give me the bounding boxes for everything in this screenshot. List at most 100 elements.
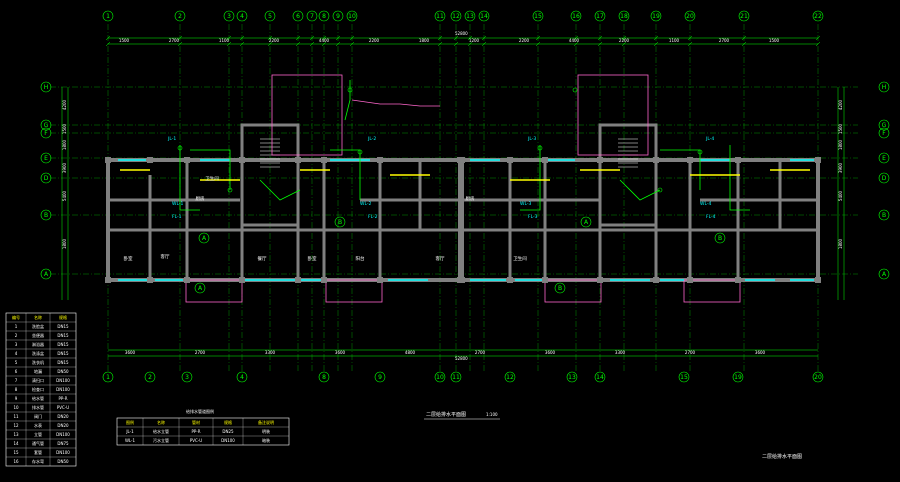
dim-tick [295,35,301,41]
dim-tick [321,41,327,47]
axis-bubble [181,371,193,383]
dim-tick [815,41,821,47]
zone-label: A [202,235,207,242]
axis-bubble-label: A [44,271,49,278]
dim-tick [535,35,541,41]
table-cell: 1 [15,324,18,329]
column [542,277,548,283]
axis-bubble-label: 6 [296,13,300,20]
column [815,277,821,283]
dim-tick [621,41,627,47]
riser [347,87,353,93]
riser [697,149,703,155]
table-cell: 洗衣机 [32,359,44,365]
legend-cell: 给水立管 [153,428,169,434]
axis-bubble-label: H [44,84,49,91]
axis-bubble-label: 8 [322,13,326,20]
table-border [5,312,77,467]
axis-bubble-label: 12 [452,13,460,20]
dim-tick [309,35,315,41]
axis-bubble [732,371,744,383]
zone-bubble [194,282,206,294]
axis-bubble [478,10,490,22]
column [321,157,327,163]
dim-tick [105,35,111,41]
table-cell: DN50 [57,369,69,374]
dim-value: 4400 [319,38,330,43]
table-cell: 8 [15,387,18,392]
axis-bubble-label: H [882,84,887,91]
table-header-cell: 名称 [34,314,42,320]
axis-bubble-label: 13 [466,13,474,20]
dim-tick [437,35,443,41]
dim-tick [295,41,301,47]
axis-bubble [504,371,516,383]
dim-value: 3300 [615,350,626,355]
axis-bubble-label: 14 [480,13,488,20]
axis-bubble [40,127,52,139]
table-cell: DN15 [57,333,69,338]
water-pipe [330,149,361,200]
room-label: 客厅 [436,255,445,262]
dim-tick [177,35,183,41]
dim-value: 5400 [62,190,67,201]
table-cell: DN100 [56,432,70,437]
stair-core [240,123,300,227]
axis-bubble [650,10,662,22]
dim-tick [267,35,273,41]
dim-tick [267,41,273,47]
axis-bubble [450,10,462,22]
legend-cell: PVC-U [190,438,202,443]
pipe-tag: JL-1 [167,136,176,142]
table-cell: 洗涤盆 [32,350,44,356]
axis-bubble [878,152,890,164]
legend-header-cell: 图例 [126,419,134,425]
column [735,277,741,283]
legend-cell: JL-1 [125,429,134,434]
dim-value: 1800 [838,139,843,150]
column [377,157,383,163]
dim-tick [321,35,327,41]
table-cell: DN50 [57,459,69,464]
stair-core [598,123,658,227]
zone-bubble [580,216,592,228]
water-pipe [619,179,661,201]
dim-tick [481,35,487,41]
axis-bubble [40,152,52,164]
axis-bubble [144,371,156,383]
axis-bubble [434,371,446,383]
axis-bubble-label: 17 [596,13,604,20]
dim-tick [239,41,245,47]
zone-bubble [714,232,726,244]
axis-bubble [174,10,186,22]
column [147,157,153,163]
axis-bubble [464,10,476,22]
dim-value: 1500 [838,123,843,134]
column [105,157,111,163]
dim-tick [335,35,341,41]
dim-value: 2700 [169,38,180,43]
riser [357,149,363,155]
axis-bubble-label: 20 [686,13,694,20]
dim-tick [105,41,111,47]
column [735,157,741,163]
dim-value: 2200 [369,38,380,43]
table-cell: 2 [15,333,18,338]
dim-value: 1500 [62,123,67,134]
sewer-line [351,99,440,107]
room-label: 厨房 [466,195,475,202]
dim-tick [467,41,473,47]
dim-tick [437,41,443,47]
axis-bubble [318,371,330,383]
table-cell: DN100 [56,450,70,455]
balcony-outline [325,279,383,303]
axis-bubble [434,10,446,22]
legend-cell: WL-1 [125,438,136,443]
column [147,277,153,283]
axis-bubble-label: E [882,155,886,162]
drawing-scale: 1:100 [486,412,498,417]
dim-value: 2700 [195,350,206,355]
table-header-cell: 规格 [59,314,67,320]
dim-tick [535,41,541,47]
